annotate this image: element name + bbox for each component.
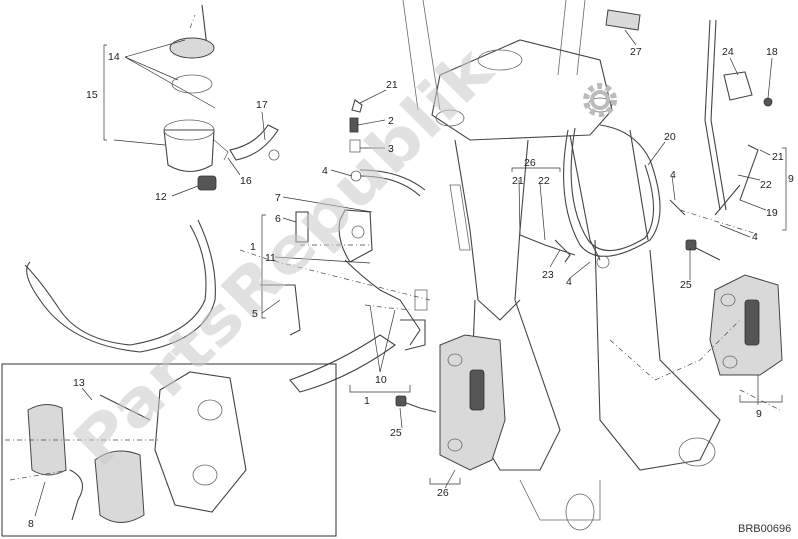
callout-9-right: 9 [788,173,794,185]
gear-logo-icon [583,83,617,117]
callout-9-bottom: 9 [756,408,762,420]
callout-5: 5 [252,308,258,320]
callout-25-center: 25 [390,427,402,439]
callout-26-top: 26 [524,157,536,169]
brake-hoses [359,9,727,257]
callout-21-mid: 21 [512,175,524,187]
callout-12: 12 [155,191,167,203]
leader-lines [34,29,773,517]
brake-pads-inset [1,363,337,537]
drawing-code: BRB00696 [738,523,791,535]
callout-26-bottom: 26 [437,487,449,499]
callout-10: 10 [375,374,387,386]
callout-4-right-top: 4 [670,169,676,181]
fork-assembly [402,0,721,531]
reservoir-group [24,4,280,353]
front-caliper-center [395,334,506,471]
callout-19: 19 [766,207,778,219]
callout-20: 20 [664,131,676,143]
callout-22-right: 22 [760,179,772,191]
callout-18: 18 [766,46,778,58]
callout-6: 6 [275,213,281,225]
callout-21-right: 21 [772,151,784,163]
callout-2: 2 [388,115,394,127]
callout-27: 27 [630,46,642,58]
callout-13: 13 [73,377,85,389]
callout-4-mid: 4 [566,276,572,288]
callout-24: 24 [722,46,734,58]
callout-1-left: 1 [250,241,256,253]
callout-labels: 14 15 17 16 12 21 2 3 4 7 6 1 11 5 10 1 … [28,46,794,530]
callout-4-right: 4 [752,231,758,243]
callout-7: 7 [275,192,281,204]
front-caliper-right [519,71,783,376]
callout-11: 11 [265,252,276,264]
callout-22-mid: 22 [538,175,550,187]
callout-15: 15 [86,89,98,101]
callout-14: 14 [108,51,120,63]
callout-4-left: 4 [322,165,328,177]
callout-17: 17 [256,99,268,111]
callout-8: 8 [28,518,34,530]
callout-21-top: 21 [386,79,398,91]
master-cylinder-group [260,99,428,393]
callout-16: 16 [240,175,252,187]
callout-1-bottom: 1 [364,395,370,407]
group-brackets [103,44,787,485]
callout-3: 3 [388,143,394,155]
callout-25-right: 25 [680,279,692,291]
callout-23: 23 [542,269,554,281]
assembly-lines [189,14,781,411]
